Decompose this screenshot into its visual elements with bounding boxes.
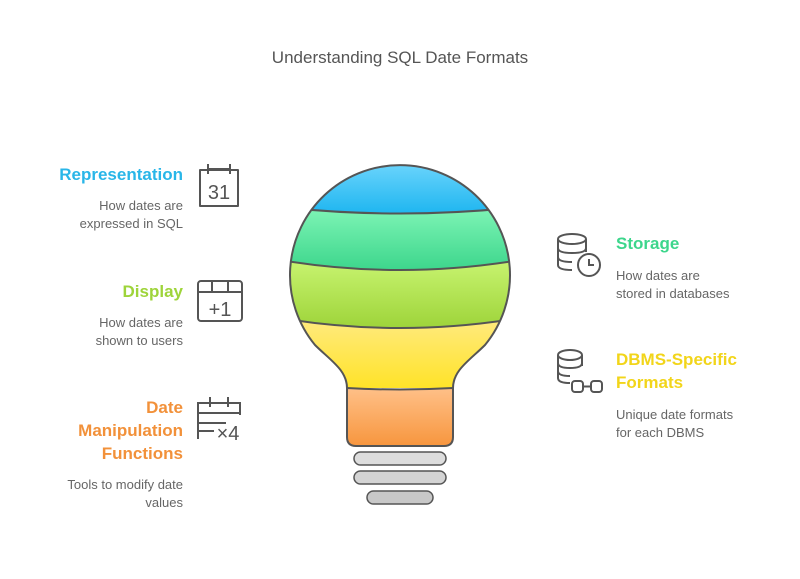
calendar-plus-one-icon: +1 [197,280,243,322]
manipulation-desc-1: Tools to modify date [67,477,183,492]
diagram-title: Understanding SQL Date Formats [271,48,529,67]
svg-text:31: 31 [208,182,230,204]
representation-heading: Representation [59,165,183,184]
manipulation-heading-3: Functions [101,444,183,463]
calendar-times-four-icon: ×4 [197,397,241,443]
representation-desc-1: How dates are [99,198,183,213]
storage-heading: Storage [616,234,680,253]
band-manipulation [346,386,454,447]
manipulation-heading-1: Date [146,398,183,417]
band-display [290,260,510,328]
svg-text:×4: ×4 [217,423,240,443]
storage-desc-1: How dates are [616,268,700,283]
display-desc-2: shown to users [95,333,183,348]
bulb-cap-2 [353,470,447,485]
band-storage [290,207,510,270]
svg-text:+1: +1 [209,299,232,321]
display-desc-1: How dates are [99,315,183,330]
manipulation-heading-2: Manipulation [78,421,183,440]
storage-desc-2: stored in databases [616,286,730,301]
dbms-desc-1: Unique date formats [616,407,734,422]
database-link-icon [557,349,603,393]
band-dbms [290,318,510,388]
manipulation-desc-2: values [145,495,183,510]
display-heading: Display [122,282,183,301]
dbms-heading-2: Formats [616,373,684,392]
database-clock-icon [557,233,601,277]
bulb-cap-3 [366,490,434,505]
dbms-heading-1: DBMS-Specific [616,350,737,369]
representation-desc-2: expressed in SQL [79,216,183,231]
dbms-desc-2: for each DBMS [616,425,705,440]
calendar-31-icon: 31 [199,164,239,207]
bulb-cap-1 [353,451,447,466]
